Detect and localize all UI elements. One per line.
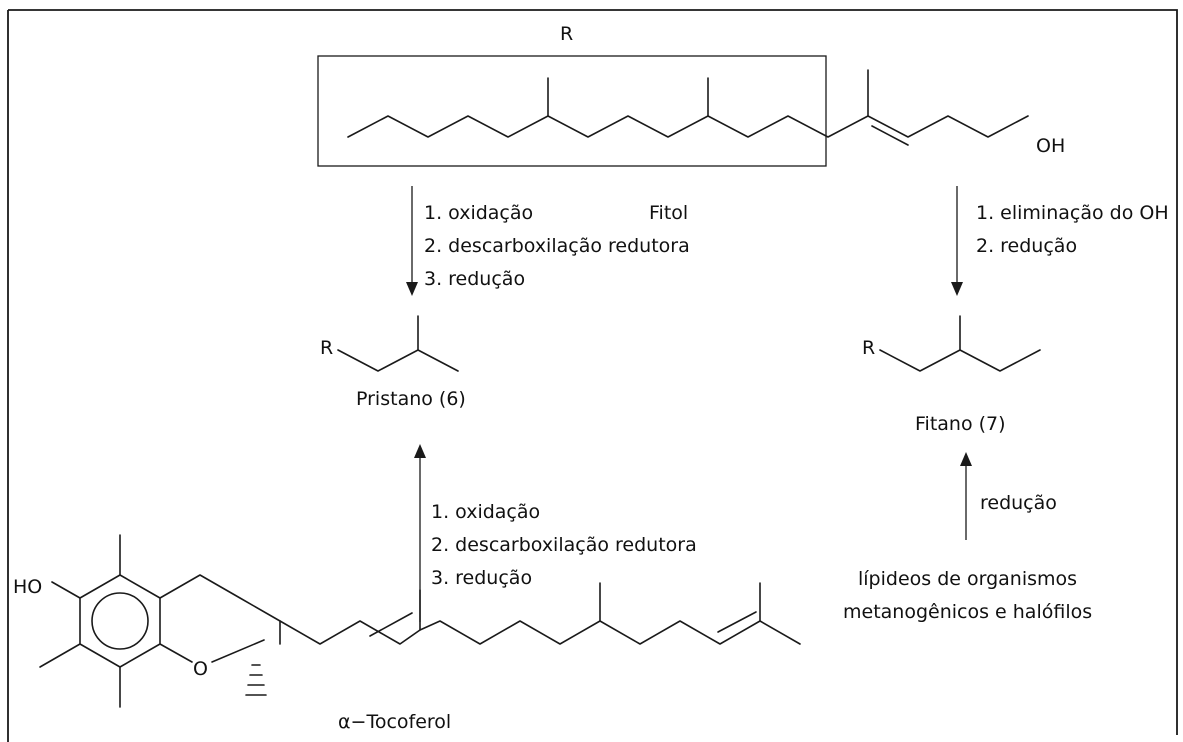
- right-bottom-step: redução: [980, 492, 1057, 514]
- pristano-name: Pristano (6): [356, 388, 466, 410]
- arrow-lipids-to-fitano: [960, 452, 972, 540]
- left-top-step-1: 1. oxidação: [424, 202, 533, 224]
- fitol-chain: [347, 115, 1029, 138]
- tocoferol-name: α−Tocoferol: [338, 711, 451, 733]
- fitol-name: Fitol: [649, 202, 688, 224]
- fitano-r-label: R: [862, 337, 875, 359]
- tocoferol-o-label: O: [193, 658, 208, 680]
- right-top-step-1: 1. eliminação do OH: [976, 202, 1169, 224]
- arrow-fitol-to-pristano: [406, 186, 418, 296]
- left-bottom-step-3: 3. redução: [431, 567, 532, 589]
- left-top-step-2: 2. descarboxilação redutora: [424, 235, 690, 257]
- lipids-line-1: lípideos de organismos: [858, 568, 1077, 590]
- fitol-structure: R OH: [317, 23, 1065, 167]
- fitol-r-label: R: [560, 23, 573, 45]
- pristano-r-label: R: [320, 337, 333, 359]
- fitol-double-bond: [871, 125, 909, 146]
- outer-frame: [7, 9, 1178, 742]
- tocoferol-ho-label: HO: [13, 576, 42, 598]
- fitano-structure: R: [862, 315, 1041, 372]
- r-group-box: [317, 55, 827, 167]
- arrow-fitol-to-fitano: [951, 186, 963, 296]
- left-bottom-step-1: 1. oxidação: [431, 501, 540, 523]
- fitano-name: Fitano (7): [915, 413, 1006, 435]
- fitol-oh-label: OH: [1036, 135, 1065, 157]
- tocoferol-structure: HO O: [13, 534, 801, 708]
- pristano-structure: R: [320, 315, 459, 372]
- left-bottom-step-2: 2. descarboxilação redutora: [431, 534, 697, 556]
- left-top-step-3: 3. redução: [424, 268, 525, 290]
- right-top-step-2: 2. redução: [976, 235, 1077, 257]
- lipids-line-2: metanogênicos e halófilos: [843, 601, 1092, 623]
